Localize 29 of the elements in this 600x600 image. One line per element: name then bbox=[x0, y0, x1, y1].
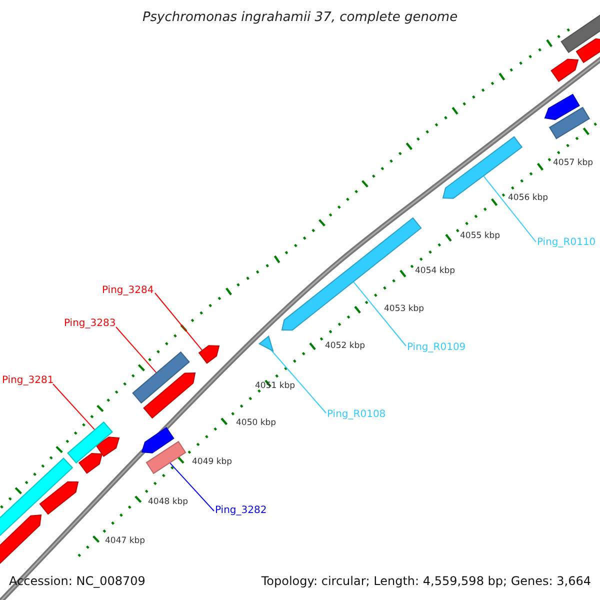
title: Psychromonas ingrahamii 37, complete genome bbox=[141, 10, 459, 25]
leader-line bbox=[116, 326, 158, 374]
leader-line bbox=[169, 462, 214, 512]
leader-line bbox=[154, 292, 203, 351]
scale-label: 4055 kbp bbox=[460, 231, 500, 241]
scale-label: 4056 kbp bbox=[508, 193, 548, 203]
scale-label: 4048 kbp bbox=[148, 497, 188, 507]
gene-feature bbox=[258, 335, 274, 352]
gene-label: Ping_3284 bbox=[102, 284, 154, 297]
gene-label: Ping_3282 bbox=[215, 504, 267, 517]
gene-label: Ping_R0108 bbox=[327, 408, 386, 421]
footer-text: Topology: circular; Length: 4,559,598 bp; Genes: 3,664 bbox=[261, 574, 591, 588]
gene-feature bbox=[132, 351, 190, 404]
scale-label: 4054 kbp bbox=[415, 266, 456, 276]
leader-line bbox=[52, 384, 96, 430]
scale-label: 4053 kbp bbox=[384, 304, 424, 314]
gene-feature bbox=[146, 440, 186, 474]
gene-feature bbox=[67, 421, 113, 464]
gene-label: Ping_R0110 bbox=[537, 236, 596, 249]
gene-feature bbox=[198, 345, 220, 364]
scale-label: 4047 kbp bbox=[105, 536, 146, 546]
leader-line bbox=[352, 281, 406, 346]
scale-label: 4050 kbp bbox=[236, 418, 276, 428]
gene-label: Ping_3281 bbox=[2, 374, 54, 387]
scale-label: 4051 kbp bbox=[255, 381, 296, 391]
leader-line bbox=[482, 175, 536, 242]
gene-label: Ping_3283 bbox=[64, 317, 116, 330]
gene-label: Ping_R0109 bbox=[407, 341, 466, 354]
leader-line bbox=[270, 349, 326, 414]
